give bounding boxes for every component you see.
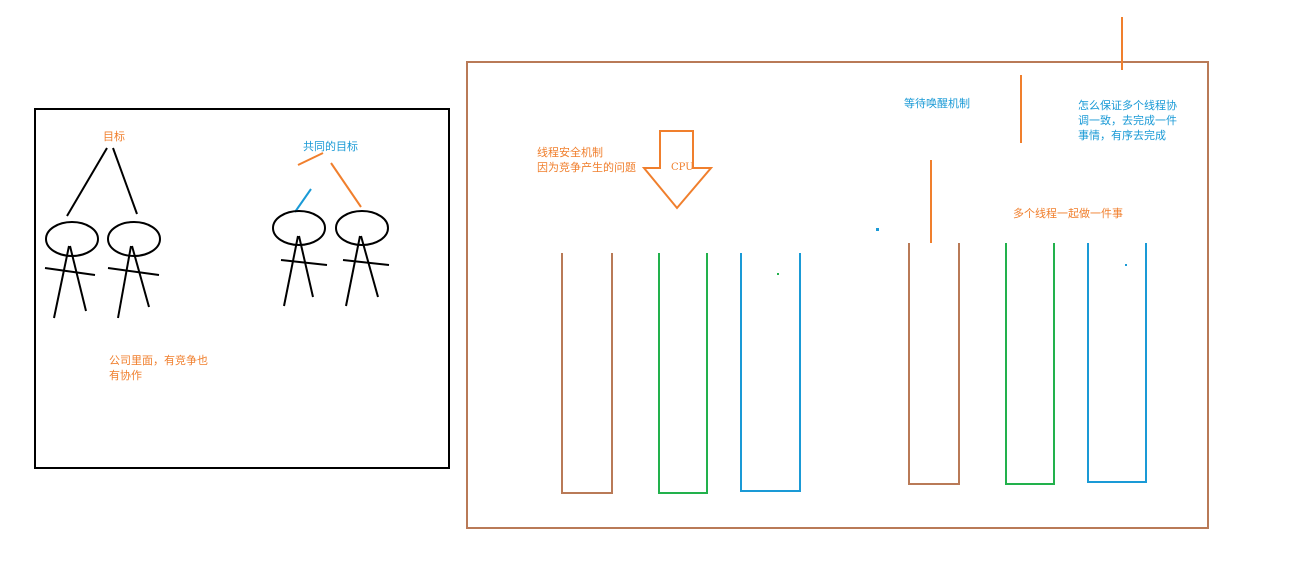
person-3-leg-right — [298, 235, 314, 298]
company-note-line-2: 有协作 — [109, 369, 142, 382]
goal-branch-right — [112, 147, 138, 215]
thread-bar-brown — [561, 253, 613, 494]
person-3-arms — [280, 259, 328, 266]
blue-dot — [876, 228, 879, 231]
green-dot — [777, 273, 779, 275]
thread-bar-blue-2 — [1087, 243, 1147, 483]
person-1-leg-right — [69, 245, 87, 312]
coordination-line-1: 怎么保证多个线程协 — [1078, 99, 1177, 112]
person-3-link — [294, 188, 312, 213]
coordination-note: 怎么保证多个线程协 调一致，去完成一件 事情，有序去完成 — [1078, 98, 1177, 143]
competition-figures — [44, 147, 161, 319]
person-1-arms — [44, 267, 96, 276]
person-4-head — [335, 210, 389, 246]
person-1-leg-left — [53, 245, 70, 319]
thread-bar-blue — [740, 253, 801, 492]
goal-branch-left — [66, 147, 108, 217]
shared-goal-branch-right — [330, 162, 362, 208]
person-4-leg-right — [360, 235, 379, 298]
thread-safety-note: 线程安全机制 因为竞争产生的问题 — [537, 145, 636, 175]
company-note-line-1: 公司里面，有竞争也 — [109, 354, 208, 367]
goal-label: 目标 — [103, 130, 125, 143]
cpu-label: CPU — [671, 162, 694, 173]
person-4-leg-left — [345, 235, 361, 307]
person-2-leg-left — [117, 245, 132, 319]
person-3-leg-left — [283, 235, 299, 307]
thread-safety-threads — [561, 253, 801, 494]
coordination-line-3: 事情，有序去完成 — [1078, 129, 1166, 142]
coordination-line-2: 调一致，去完成一件 — [1078, 114, 1177, 127]
person-4-arms — [342, 259, 390, 266]
thread-bar-green-2 — [1005, 243, 1055, 485]
thread-bar-brown-2 — [908, 243, 960, 485]
left-panel-frame — [34, 108, 450, 469]
together-label: 多个线程一起做一件事 — [1013, 207, 1123, 220]
person-3-head — [272, 210, 326, 246]
person-2-arms — [107, 267, 160, 276]
blue-dot-small — [1125, 264, 1127, 266]
shared-goal-label: 共同的目标 — [303, 140, 358, 153]
wait-notify-threads — [908, 243, 1147, 485]
company-note: 公司里面，有竞争也 有协作 — [109, 353, 208, 383]
right-panel-frame — [466, 61, 1209, 529]
person-2-leg-right — [131, 245, 150, 308]
wait-notify-label: 等待唤醒机制 — [904, 97, 970, 110]
thread-safety-line-2: 因为竞争产生的问题 — [537, 161, 636, 174]
thread-bar-green — [658, 253, 708, 494]
thread-safety-line-1: 线程安全机制 — [537, 146, 603, 159]
shared-goal-branch-left — [297, 152, 324, 166]
cooperation-figures — [272, 152, 390, 307]
cpu-arrow — [641, 130, 714, 210]
